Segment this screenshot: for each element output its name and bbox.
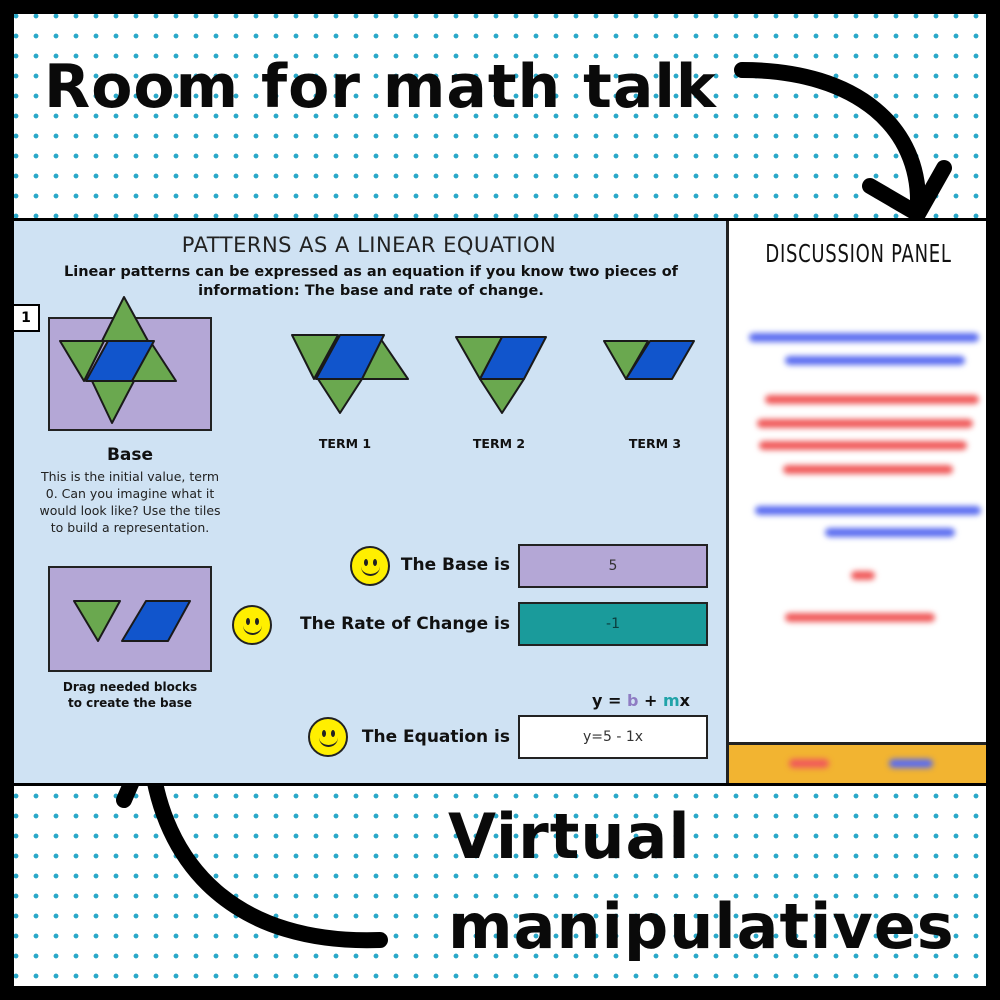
blurred-comment-line [749,333,979,342]
blurred-comment-line [785,356,965,365]
base-triangle-top [101,296,149,342]
term2-triangle-bottom [479,378,525,414]
base-row-label: The Base is [400,555,510,575]
build-area-box[interactable] [48,566,212,672]
term-1-label: TERM 1 [318,436,372,451]
discussion-panel: DISCUSSION PANEL [729,221,988,783]
blurred-comment-line [783,465,953,474]
base-value-field[interactable]: 5 [518,544,708,588]
blurred-comment-line [825,528,955,537]
rate-value-field[interactable]: -1 [518,602,708,646]
blurred-comment-line [765,395,979,404]
base-rhombus [85,340,155,382]
base-triangle-bottom [91,380,135,424]
equation-formula: y = b + mx [592,691,690,710]
pattern-shapes [59,296,695,642]
tile-rhombus [121,600,191,642]
discussion-panel-title: DISCUSSION PANEL [765,239,952,268]
term-2-label: TERM 2 [472,436,526,451]
term1-triangle-left [291,334,339,380]
blurred-comment-line [851,571,875,580]
term1-triangle-bottom [317,378,363,414]
screenshot-strip: PATTERNS AS A LINEAR EQUATION Linear pat… [12,218,988,786]
base-description: This is the initial value, term 0. Can y… [39,469,221,535]
equation-row-label: The Equation is [361,727,510,747]
rate-row-label: The Rate of Change is [300,614,510,634]
slide-subtitle: Linear patterns can be expressed as an e… [63,264,678,299]
caption-room-for-math-talk: Room for math talk [44,52,717,122]
term2-rhombus [479,336,547,380]
caption-manipulatives: manipulatives [448,890,955,963]
base-heading: Base [106,445,154,465]
discussion-panel-footer [729,742,988,783]
blurred-comment-line [759,441,967,450]
slide-title: PATTERNS AS A LINEAR EQUATION [181,233,557,257]
caption-virtual: Virtual [448,800,691,873]
blurred-comment-line [785,613,935,622]
equation-value-field[interactable]: y=5 - 1x [518,715,708,759]
term-3-label: TERM 3 [628,436,682,451]
smiley-face-icon [350,546,390,586]
tile-triangle [73,600,121,642]
smiley-face-icon [308,717,348,757]
base-triangle-left [59,340,105,382]
smiley-face-icon [232,605,272,645]
blurred-comment-line [757,419,973,428]
blurred-comment-line [755,506,981,515]
slide-canvas: PATTERNS AS A LINEAR EQUATION Linear pat… [12,221,729,783]
term1-rhombus [315,334,385,380]
term3-rhombus [625,340,695,380]
drag-instructions: Drag needed blocks to create the base [62,680,198,710]
